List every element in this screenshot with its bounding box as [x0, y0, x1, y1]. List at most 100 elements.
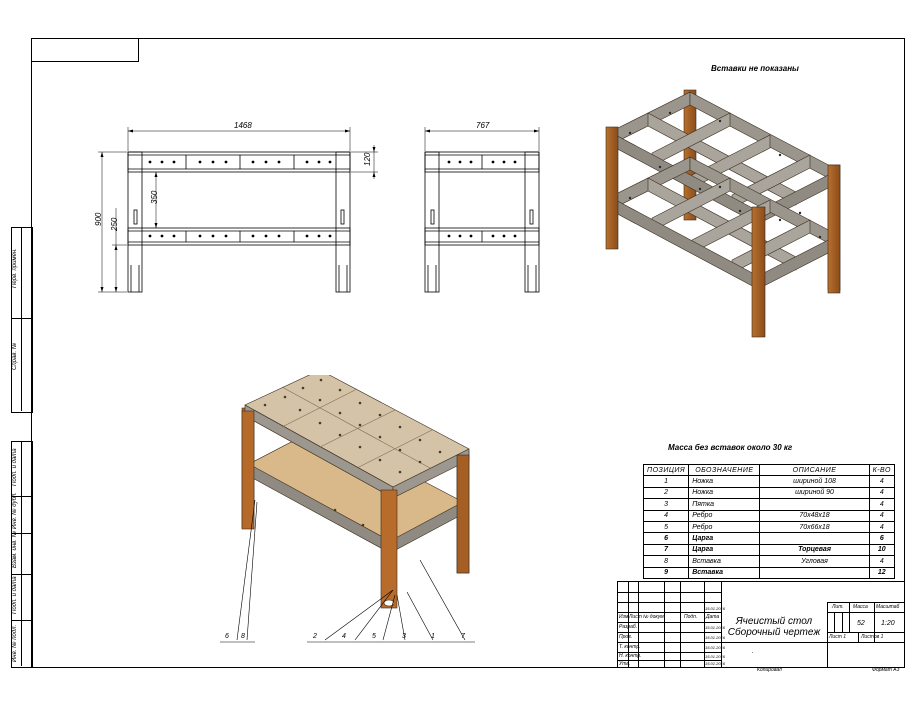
spec-qty: 4: [868, 475, 896, 488]
iso-assembled-view: [241, 375, 470, 609]
spec-header-row: ПОЗИЦИЯ ОБОЗНАЧЕНИЕ ОПИСАНИЕ К-ВО: [642, 463, 896, 477]
footer-format: Формат А3: [872, 667, 900, 673]
tb-date: 15.01.2016: [705, 661, 726, 666]
callout-number: 6: [225, 633, 229, 640]
spec-pos: 7: [642, 543, 690, 557]
tb-razrab: Разраб.: [619, 624, 638, 630]
spec-desc: Торцевая: [759, 543, 870, 557]
spec-qty: 4: [868, 520, 896, 534]
tb-mass-value: 52: [857, 620, 865, 627]
callout-number: 2: [313, 633, 317, 640]
spec-qty: 6: [868, 532, 896, 545]
spec-name: Пятка: [688, 498, 761, 511]
tb-tkontr: Т. контр.: [619, 644, 641, 650]
callout-number: 5: [372, 633, 376, 640]
callout-number: 7: [461, 633, 465, 640]
side-stamp-label: Взам. инв. №: [12, 530, 18, 568]
drawing-frame: [31, 38, 905, 668]
callout-number: 1: [431, 633, 435, 640]
spec-header: ОПИСАНИЕ: [759, 463, 870, 477]
spec-header: ПОЗИЦИЯ: [642, 463, 690, 477]
tb-listov: Листов 1: [861, 634, 884, 640]
dim-rail-height: 120: [363, 152, 372, 166]
top-left-stamp: [31, 38, 139, 62]
spec-name: Вставка: [688, 566, 761, 579]
spec-pos: 1: [642, 475, 690, 488]
spec-desc: [759, 566, 870, 579]
spec-desc: шириной 90: [759, 486, 870, 500]
tb-doc-no: № докум.: [643, 614, 666, 620]
tb-list: Лист 1: [829, 634, 847, 640]
tb-title-line1: Ячеистый стол: [735, 616, 813, 627]
side-stamp-label: Справ. №: [12, 342, 18, 370]
tb-list-col: Лист: [629, 614, 642, 620]
tb-masshtab: Масштаб: [876, 604, 900, 610]
iso-frame-view: [605, 89, 841, 338]
spec-desc: 70x66x18: [759, 520, 870, 534]
side-stamp-label: Подп. и дата: [12, 448, 18, 486]
dim-leg-bottom: 250: [110, 217, 119, 231]
spec-qty: 4: [868, 486, 896, 500]
tb-scale-value: 1:20: [881, 620, 895, 627]
footer-copied: Копировал: [757, 667, 782, 673]
tb-date: 15.01.2016: [705, 625, 726, 630]
spec-pos: 9: [642, 566, 690, 579]
spec-pos: 4: [642, 509, 690, 522]
tb-lit: Лит.: [832, 604, 844, 610]
tb-date: 15.01.2016: [705, 606, 726, 611]
spec-pos: 2: [642, 486, 690, 500]
tb-title-line2: Сборочный чертеж: [727, 627, 821, 638]
tb-dot: .: [752, 648, 754, 655]
tb-nkontr: Н. контр.: [619, 653, 642, 659]
tb-date: 15.01.2016: [705, 654, 726, 659]
spec-desc: [759, 498, 870, 511]
spec-name: Ножка: [688, 486, 761, 500]
side-stamp-label: Подп. и дата: [12, 576, 18, 614]
spec-name: Ножка: [688, 475, 761, 488]
spec-desc: [759, 532, 870, 545]
title-block: Изм. Лист № докум. Подп. Дата Разраб. Пр…: [617, 581, 905, 668]
tb-prov: Пров.: [619, 634, 633, 640]
spec-desc: шириной 108: [759, 475, 870, 488]
mass-note: Масса без вставок около 30 кг: [668, 443, 793, 452]
tb-date: 15.01.2016: [705, 635, 726, 640]
spec-pos: 5: [642, 520, 690, 534]
inserts-not-shown-note: Вставки не показаны: [711, 64, 799, 73]
spec-qty: 4: [868, 498, 896, 511]
spec-qty: 10: [868, 543, 896, 557]
spec-pos: 3: [642, 498, 690, 511]
spec-name: Ребро: [688, 509, 761, 522]
spec-pos: 6: [642, 532, 690, 545]
front-view: [98, 127, 378, 293]
tb-izm: Изм.: [619, 614, 630, 620]
tb-title: Ячеистый стол Сборочный чертеж: [722, 616, 826, 638]
dim-shelf-gap: 350: [150, 190, 159, 204]
spec-name: Царга: [688, 543, 761, 557]
spec-name: Вставка: [688, 555, 761, 568]
callout-number: 4: [342, 633, 346, 640]
side-stamp-lower: [11, 441, 33, 668]
spec-header: К-ВО: [868, 463, 896, 477]
tb-massa: Масса: [853, 604, 868, 610]
spec-qty: 4: [868, 509, 896, 522]
side-stamp-upper: [11, 227, 33, 413]
spec-name: Царга: [688, 532, 761, 545]
callout-number: 8: [241, 633, 245, 640]
side-stamp-label: Перв. примен.: [12, 248, 18, 288]
tb-utv: Утв.: [619, 661, 631, 667]
spec-qty: 12: [868, 566, 896, 579]
tb-data: Дата: [706, 614, 720, 620]
side-stamp-label: Инв. № подл.: [12, 624, 18, 662]
callout-number: 3: [402, 633, 406, 640]
spec-desc: Угловая: [759, 555, 870, 568]
